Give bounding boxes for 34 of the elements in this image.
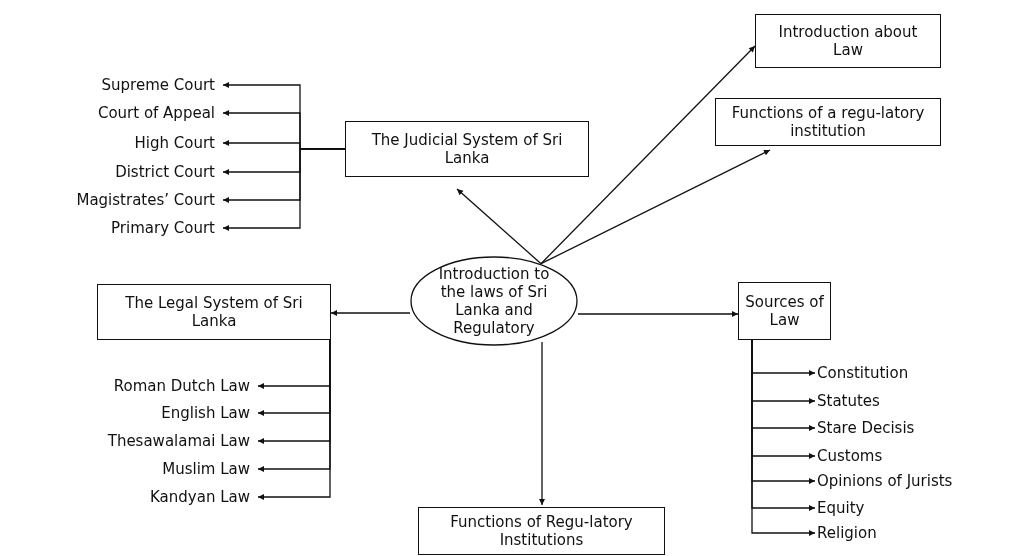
list-item: Court of Appeal <box>97 104 215 122</box>
list-item: Supreme Court <box>101 76 215 94</box>
arrow <box>222 148 346 231</box>
list-item: Statutes <box>817 392 880 410</box>
arrow <box>257 339 331 500</box>
list-item: District Court <box>115 163 215 181</box>
list-item: Kandyan Law <box>150 488 250 506</box>
arrow <box>540 45 756 265</box>
list-item: Opinions of Jurists <box>817 472 953 490</box>
topic-text: Introduction to the laws of Sri Lanka and Regulatory <box>437 265 551 337</box>
topic-box: The Judicial System of Sri Lanka <box>345 121 589 177</box>
list-item: English Law <box>161 404 250 422</box>
list-item: High Court <box>134 134 215 152</box>
topic-box: Sources of Law <box>738 282 831 340</box>
topic-box: Functions of a regu-latory institution <box>715 98 941 146</box>
list-item: Roman Dutch Law <box>113 377 250 395</box>
arrow <box>456 188 542 265</box>
list-item: Magistrates’ Court <box>76 191 215 209</box>
list-item: Thesawalamai Law <box>107 432 250 450</box>
list-item: Muslim Law <box>162 460 250 478</box>
list-item: Stare Decisis <box>817 419 915 437</box>
topic-box: Introduction about Law <box>755 14 941 68</box>
topic-box: The Legal System of Sri Lanka <box>97 284 331 340</box>
arrow <box>540 149 771 265</box>
topic-box: Functions of Regu-latory Institutions <box>418 507 665 555</box>
arrow <box>577 311 739 317</box>
list-item: Primary Court <box>111 219 215 237</box>
list-item: Equity <box>817 499 865 517</box>
list-item: Religion <box>817 524 877 542</box>
list-item: Constitution <box>817 364 909 382</box>
list-item: Customs <box>817 447 883 465</box>
topic-ellipse <box>410 256 578 346</box>
arrow <box>330 310 411 316</box>
arrow <box>539 341 545 506</box>
